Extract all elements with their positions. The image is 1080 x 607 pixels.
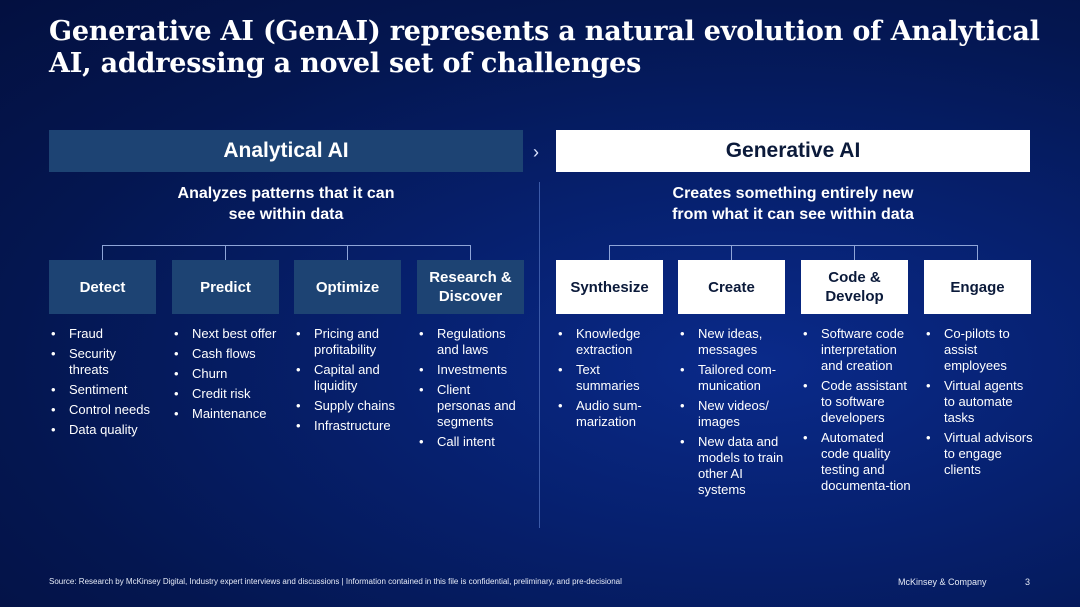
- tree-stem: [347, 245, 348, 260]
- source-footnote: Source: Research by McKinsey Digital, In…: [49, 577, 622, 586]
- category-synthesize: Synthesize: [556, 260, 663, 314]
- brand-logo: McKinsey & Company: [898, 577, 987, 587]
- list-item: Software code interpretation and creatio…: [801, 326, 911, 374]
- list-item: Call intent: [417, 434, 527, 450]
- list-item: Control needs: [49, 402, 159, 418]
- page-title: Generative AI (GenAI) represents a natur…: [49, 16, 1040, 79]
- category-engage: Engage: [924, 260, 1031, 314]
- list-item: Regulations and laws: [417, 326, 527, 358]
- list-item: Cash flows: [172, 346, 282, 362]
- category-code-develop: Code & Develop: [801, 260, 908, 314]
- synthesize-list: Knowledge extraction Text summaries Audi…: [556, 326, 666, 434]
- list-item: Co-pilots to assist employees: [924, 326, 1034, 374]
- list-item: Pricing and profitability: [294, 326, 404, 358]
- section-divider: [539, 182, 540, 528]
- tree-stem: [225, 245, 226, 260]
- category-research-discover: Research & Discover: [417, 260, 524, 314]
- list-item: Text summaries: [556, 362, 666, 394]
- engage-list: Co-pilots to assist employees Virtual ag…: [924, 326, 1034, 482]
- list-item: Automated code quality testing and docum…: [801, 430, 911, 494]
- analytical-ai-header: Analytical AI: [49, 130, 523, 172]
- list-item: Code assistant to software developers: [801, 378, 911, 426]
- list-item: Credit risk: [172, 386, 282, 402]
- list-item: Capital and liquidity: [294, 362, 404, 394]
- tree-stem: [609, 245, 610, 260]
- research-discover-list: Regulations and laws Investments Client …: [417, 326, 527, 454]
- list-item: New ideas, messages: [678, 326, 788, 358]
- list-item: Virtual advisors to engage clients: [924, 430, 1034, 478]
- code-develop-list: Software code interpretation and creatio…: [801, 326, 911, 498]
- chevron-right-icon: ›: [533, 142, 539, 162]
- list-item: Next best offer: [172, 326, 282, 342]
- detect-list: Fraud Security threats Sentiment Control…: [49, 326, 159, 442]
- list-item: Tailored com-munication: [678, 362, 788, 394]
- generative-ai-header: Generative AI: [556, 130, 1030, 172]
- page-number: 3: [1025, 577, 1031, 587]
- predict-list: Next best offer Cash flows Churn Credit …: [172, 326, 282, 426]
- list-item: New videos/ images: [678, 398, 788, 430]
- optimize-list: Pricing and profitability Capital and li…: [294, 326, 404, 438]
- list-item: Churn: [172, 366, 282, 382]
- list-item: Supply chains: [294, 398, 404, 414]
- category-create: Create: [678, 260, 785, 314]
- category-predict: Predict: [172, 260, 279, 314]
- analytical-ai-subtitle: Analyzes patterns that it can see within…: [177, 185, 395, 223]
- list-item: Sentiment: [49, 382, 159, 398]
- list-item: Data quality: [49, 422, 159, 438]
- tree-stem: [102, 245, 103, 260]
- create-list: New ideas, messages Tailored com-municat…: [678, 326, 788, 502]
- list-item: Knowledge extraction: [556, 326, 666, 358]
- list-item: Investments: [417, 362, 527, 378]
- list-item: Infrastructure: [294, 418, 404, 434]
- generative-ai-subtitle: Creates something entirely new from what…: [672, 185, 914, 223]
- tree-stem: [977, 245, 978, 260]
- left-tree-connector: [102, 245, 470, 246]
- category-optimize: Optimize: [294, 260, 401, 314]
- list-item: Audio sum-marization: [556, 398, 666, 430]
- list-item: Fraud: [49, 326, 159, 342]
- list-item: Maintenance: [172, 406, 282, 422]
- category-detect: Detect: [49, 260, 156, 314]
- tree-stem: [470, 245, 471, 260]
- list-item: Client personas and segments: [417, 382, 527, 430]
- list-item: Security threats: [49, 346, 159, 378]
- list-item: New data and models to train other AI sy…: [678, 434, 788, 498]
- list-item: Virtual agents to automate tasks: [924, 378, 1034, 426]
- right-tree-connector: [609, 245, 977, 246]
- tree-stem: [854, 245, 855, 260]
- tree-stem: [731, 245, 732, 260]
